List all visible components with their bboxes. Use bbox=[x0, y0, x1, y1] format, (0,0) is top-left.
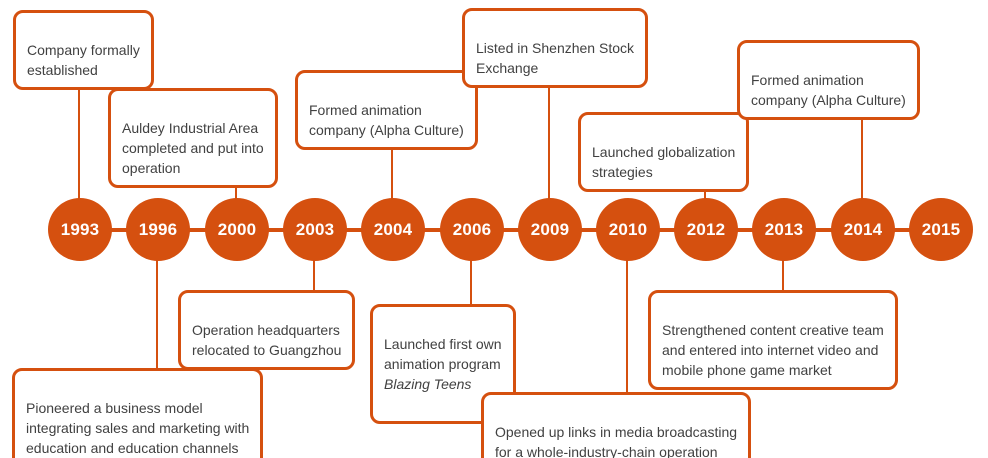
event-callout-2013: Strengthened content creative team and e… bbox=[648, 290, 898, 390]
event-callout-2004: Formed animation company (Alpha Culture) bbox=[295, 70, 478, 150]
year-node-2009: 2009 bbox=[518, 198, 582, 261]
event-callout-1993: Company formally established bbox=[13, 10, 154, 90]
event-callout-2012: Launched globalization strategies bbox=[578, 112, 750, 192]
event-label-2006: Launched first own animation program bbox=[384, 336, 502, 372]
year-node-2015: 2015 bbox=[909, 198, 973, 261]
year-label: 2013 bbox=[764, 219, 804, 239]
connector-line-2014 bbox=[861, 85, 863, 202]
connector-line-1993 bbox=[78, 50, 80, 202]
event-label-1993: Company formally established bbox=[27, 42, 140, 78]
year-label: 2012 bbox=[686, 219, 726, 239]
event-label-2009: Listed in Shenzhen Stock Exchange bbox=[476, 40, 634, 76]
event-callout-2010: Opened up links in media broadcasting fo… bbox=[481, 392, 752, 458]
year-node-2014: 2014 bbox=[831, 198, 895, 261]
year-node-2006: 2006 bbox=[440, 198, 504, 261]
event-label-2012: Launched globalization strategies bbox=[592, 144, 736, 180]
year-node-2004: 2004 bbox=[361, 198, 425, 261]
connector-line-2006 bbox=[470, 258, 472, 310]
event-callout-2003: Operation headquarters relocated to Guan… bbox=[178, 290, 356, 370]
year-label: 1993 bbox=[60, 219, 100, 239]
event-label-2013: Strengthened content creative team and e… bbox=[662, 322, 884, 378]
connector-line-2013 bbox=[782, 258, 784, 298]
event-label-2004: Formed animation company (Alpha Culture) bbox=[309, 102, 464, 138]
year-node-1993: 1993 bbox=[48, 198, 112, 261]
event-label-2000: Auldey Industrial Area completed and put… bbox=[122, 120, 264, 176]
connector-line-2009 bbox=[548, 52, 550, 202]
connector-line-2004 bbox=[391, 115, 393, 202]
event-callout-1996: Pioneered a business model integrating s… bbox=[12, 368, 264, 458]
connector-line-1996 bbox=[156, 258, 158, 374]
event-callout-2009: Listed in Shenzhen Stock Exchange bbox=[462, 8, 648, 88]
year-node-2003: 2003 bbox=[283, 198, 347, 261]
year-label: 2009 bbox=[530, 219, 570, 239]
year-node-1996: 1996 bbox=[126, 198, 190, 261]
year-label: 2000 bbox=[217, 219, 257, 239]
event-label-2010: Opened up links in media broadcasting fo… bbox=[495, 424, 738, 458]
event-label-2003: Operation headquarters relocated to Guan… bbox=[192, 322, 342, 358]
year-node-2000: 2000 bbox=[205, 198, 269, 261]
event-label-1996: Pioneered a business model integrating s… bbox=[26, 400, 250, 456]
event-callout-2014: Formed animation company (Alpha Culture) bbox=[737, 40, 920, 120]
connector-line-2010 bbox=[626, 258, 628, 398]
year-label: 2004 bbox=[373, 219, 413, 239]
year-node-2012: 2012 bbox=[674, 198, 738, 261]
year-node-2010: 2010 bbox=[596, 198, 660, 261]
year-label: 2014 bbox=[843, 219, 883, 239]
year-label: 2010 bbox=[608, 219, 648, 239]
year-label: 2006 bbox=[452, 219, 492, 239]
timeline-axis-line bbox=[80, 228, 942, 232]
event-callout-2000: Auldey Industrial Area completed and put… bbox=[108, 88, 278, 188]
year-label: 2015 bbox=[921, 219, 961, 239]
event-label-2014: Formed animation company (Alpha Culture) bbox=[751, 72, 906, 108]
year-label: 1996 bbox=[138, 219, 178, 239]
event-label-2006-italic: Blazing Teens bbox=[384, 376, 472, 392]
year-label: 2003 bbox=[295, 219, 335, 239]
connector-line-2003 bbox=[313, 258, 315, 298]
year-node-2013: 2013 bbox=[752, 198, 816, 261]
